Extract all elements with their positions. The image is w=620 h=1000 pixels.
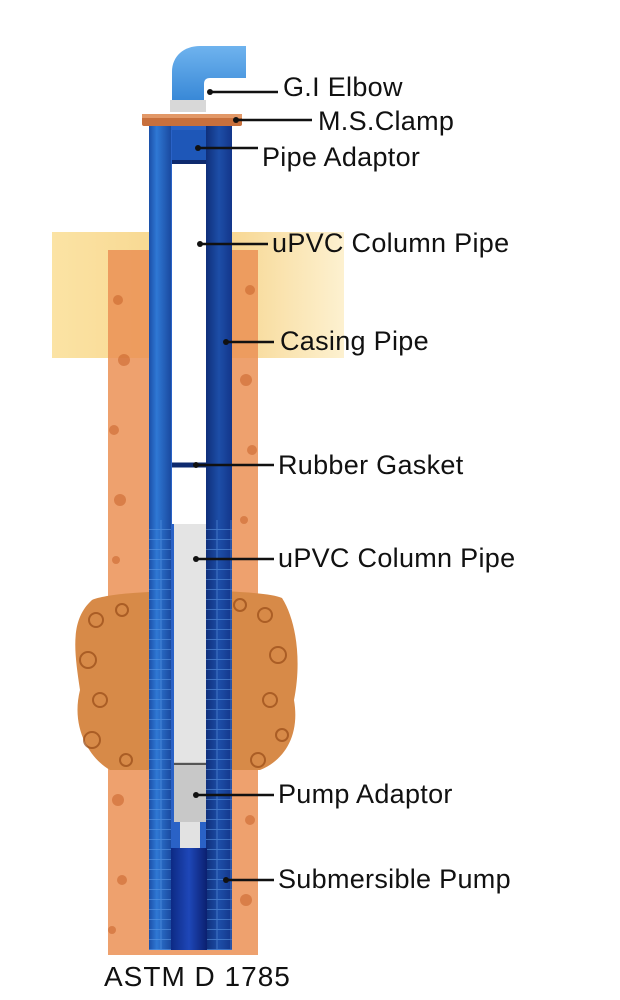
label-pump-adaptor: Pump Adaptor xyxy=(278,779,453,809)
leader-lines xyxy=(196,90,312,882)
elbow-socket xyxy=(170,100,206,112)
soil-texture xyxy=(108,285,257,934)
column-pipe-upper xyxy=(172,162,206,464)
label-column-pipe-lower: uPVC Column Pipe xyxy=(278,543,516,573)
leader-dots xyxy=(193,89,239,883)
label-gi-elbow: G.I Elbow xyxy=(283,72,403,102)
label-submersible-pump: Submersible Pump xyxy=(278,864,511,894)
label-rubber-gasket: Rubber Gasket xyxy=(278,450,464,480)
ms-clamp-highlight xyxy=(142,114,242,118)
standard-caption: ASTM D 1785 xyxy=(104,961,291,992)
submersible-pump xyxy=(171,848,207,950)
casing-block-texture-right xyxy=(206,520,232,950)
column-pipe-adapter-top xyxy=(172,130,206,162)
label-column-pipe-upper: uPVC Column Pipe xyxy=(272,228,510,258)
casing-block-texture-left xyxy=(149,520,171,950)
column-pipe-lower-grey xyxy=(174,524,206,762)
label-pipe-adaptor: Pipe Adaptor xyxy=(262,142,421,172)
gi-elbow xyxy=(172,46,246,112)
pump-adaptor xyxy=(174,762,206,822)
label-ms-clamp: M.S.Clamp xyxy=(318,106,455,136)
label-casing-pipe: Casing Pipe xyxy=(280,326,429,356)
column-pipe-lower xyxy=(172,466,206,524)
gravel-texture xyxy=(79,598,289,768)
pump-adaptor-neck xyxy=(180,822,200,850)
